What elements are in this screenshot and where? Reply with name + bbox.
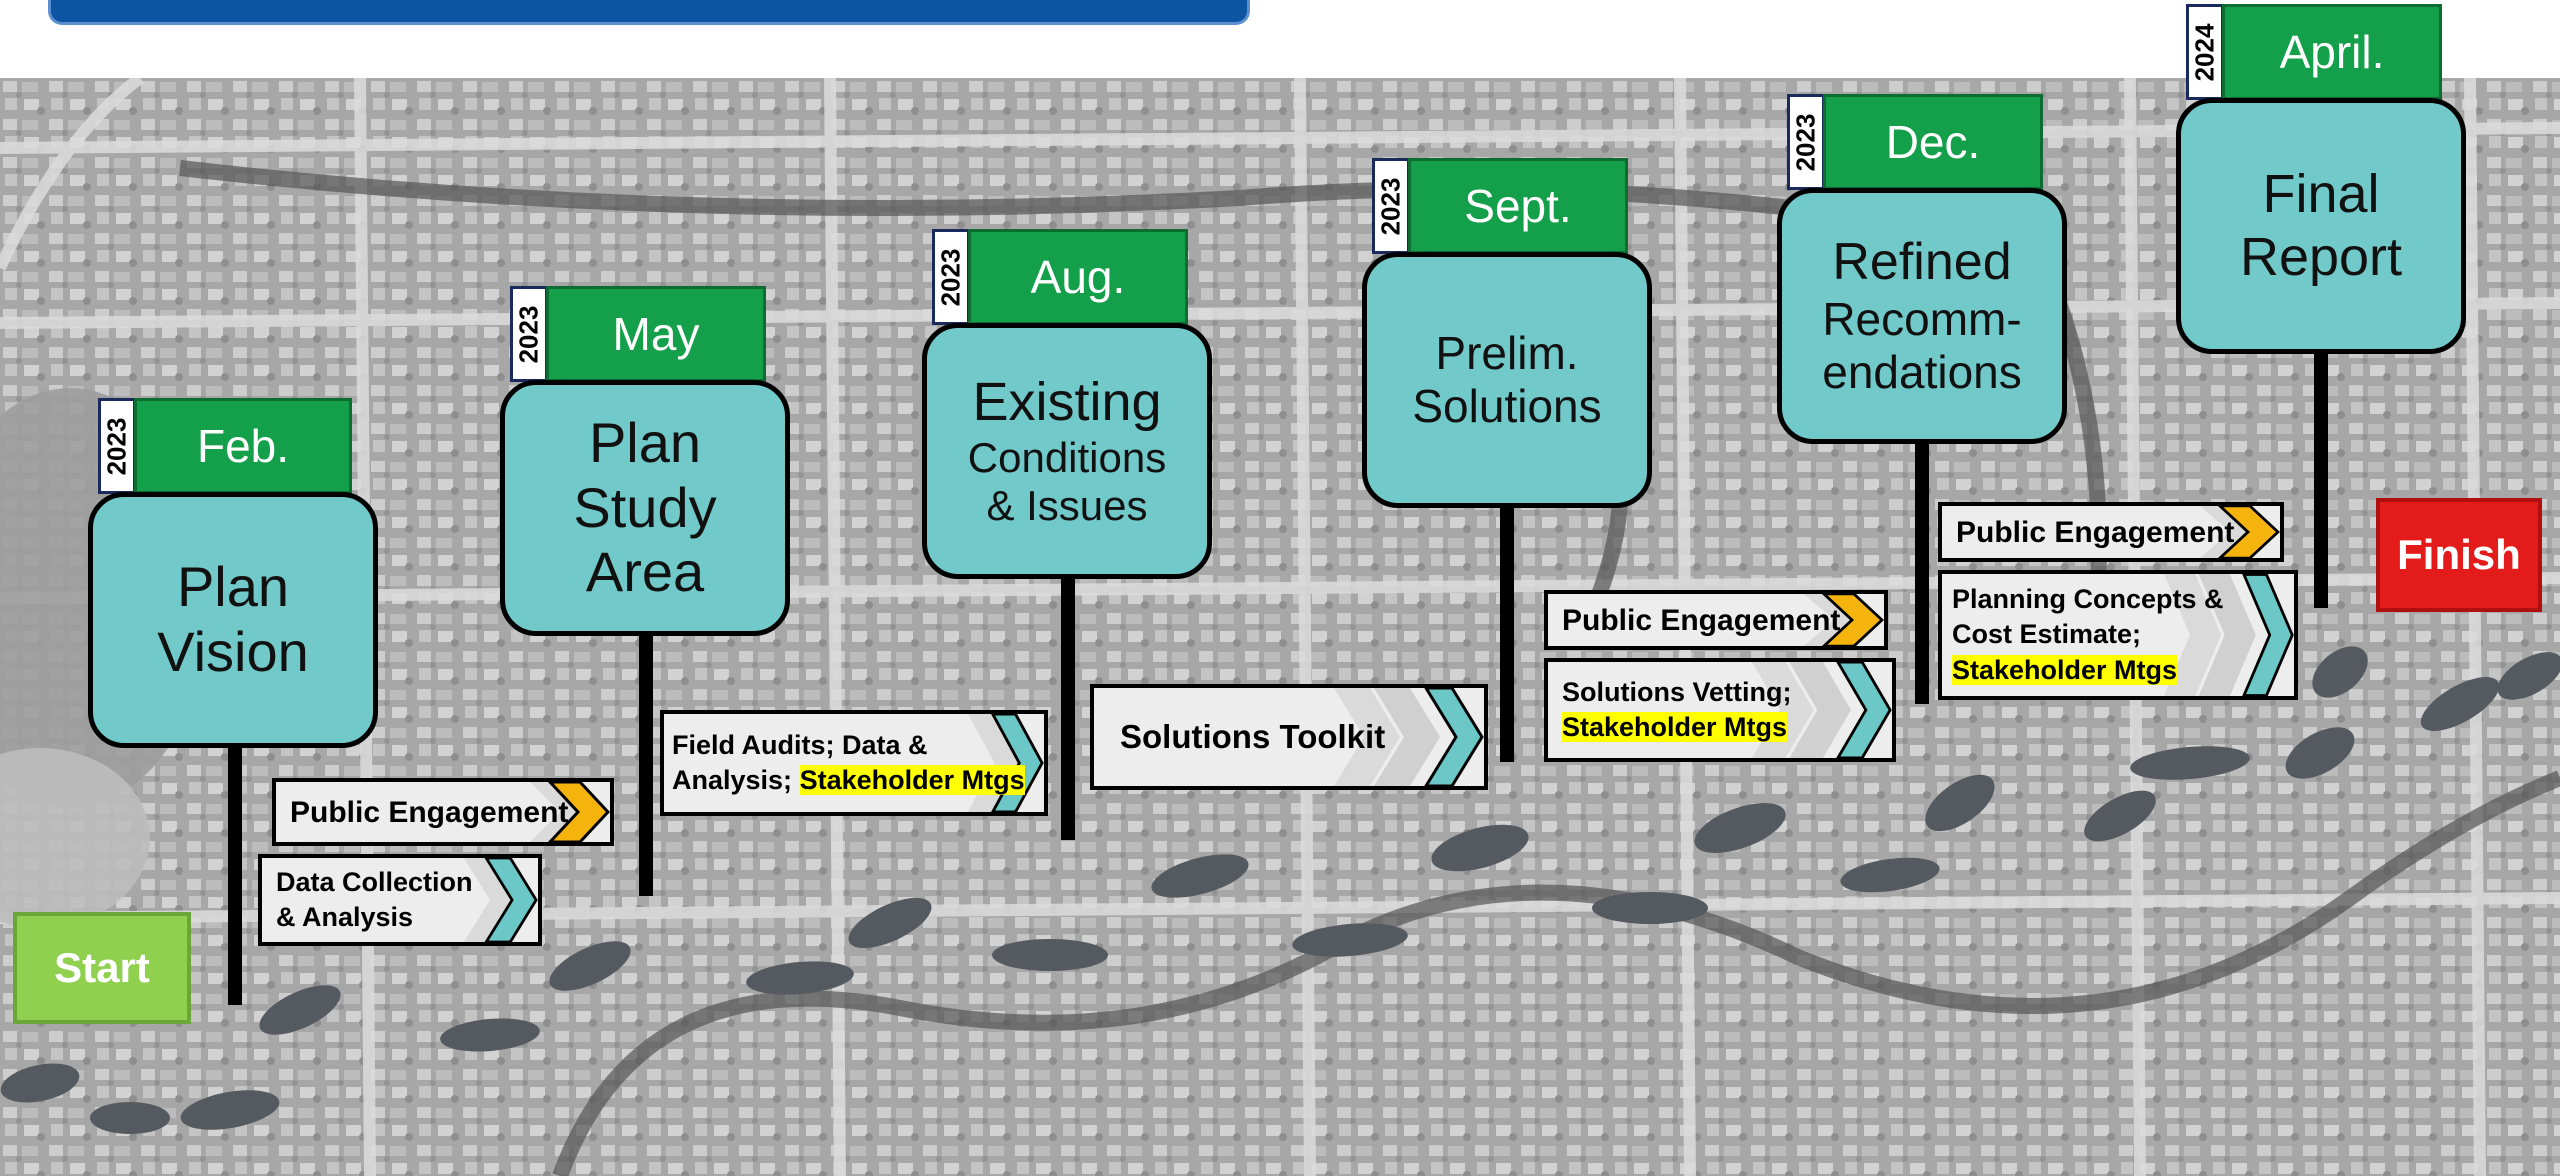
task-planning-concepts: Planning Concepts & Cost Estimate; Stake… (1938, 570, 2298, 700)
milestone-3-year: 2023 (932, 229, 970, 325)
task-label-line: Field Audits; Data & (672, 729, 928, 760)
highlight-label: Stakeholder Mtgs (799, 765, 1025, 795)
milestone-4-sign: Prelim.Solutions (1362, 252, 1652, 508)
header-bar (48, 0, 1250, 25)
chevron-icon (464, 858, 538, 942)
milestone-4-title-line: Solutions (1412, 380, 1602, 432)
task-label-line: & Analysis (276, 902, 414, 932)
chevron-icon (2164, 574, 2294, 696)
footprints (0, 646, 2560, 1134)
task-data-collection: Data Collection & Analysis (258, 854, 542, 946)
task-label-line: Data Collection (276, 866, 473, 897)
task-label-line: Analysis; (672, 765, 800, 795)
milestone-5-title-line: endations (1822, 346, 2022, 399)
milestone-6-month: April. (2222, 4, 2442, 100)
task-label-line: Solutions Vetting; (1562, 676, 1792, 707)
task-solutions-toolkit: Solutions Toolkit (1090, 684, 1488, 790)
highlight-label: Stakeholder Mtgs (1952, 654, 2178, 685)
start-label: Start (13, 912, 191, 1024)
milestone-3-month: Aug. (968, 229, 1188, 325)
milestone-3-title-line: & Issues (986, 482, 1148, 530)
task-label-line: Cost Estimate; (1952, 619, 2142, 650)
task-public-engagement-2: Public Engagement (1544, 590, 1888, 650)
milestone-1-title-line: Vision (157, 620, 309, 683)
milestone-4-year: 2023 (1372, 158, 1410, 254)
task-label-line: Planning Concepts & (1952, 584, 2224, 615)
milestone-6-title-line: Final (2262, 164, 2380, 225)
milestone-1-month: Feb. (134, 398, 352, 494)
milestone-1-title-line: Plan (176, 555, 290, 619)
task-public-engagement-1: Public Engagement (272, 778, 614, 846)
highlight-label: Stakeholder Mtgs (1562, 712, 1788, 742)
milestone-6-title-line: Report (2239, 227, 2403, 287)
milestone-2-title-line: Study (573, 475, 717, 539)
signpost-pole-2 (639, 628, 653, 896)
milestone-4-title-line: Prelim. (1435, 326, 1579, 379)
signpost-pole-6 (2314, 346, 2328, 608)
milestone-5-year: 2023 (1787, 94, 1825, 190)
task-label: Public Engagement (290, 795, 569, 829)
milestone-6-year: 2024 (2186, 4, 2224, 100)
signpost-pole-4 (1500, 500, 1514, 762)
chevron-icon (530, 782, 610, 842)
chevron-icon (2200, 506, 2280, 558)
task-field-audits: Field Audits; Data & Analysis; Stakehold… (660, 710, 1048, 816)
signpost-pole-3 (1061, 572, 1075, 840)
signpost-pole-1 (228, 740, 242, 1005)
milestone-2-title-line: Plan (588, 410, 702, 474)
task-label: Public Engagement (1956, 515, 2235, 549)
milestone-4-month: Sept. (1408, 158, 1628, 254)
milestone-2-title-line: Area (585, 540, 705, 604)
chevron-icon (1334, 688, 1484, 786)
milestone-5-title-line: Refined (1832, 233, 2012, 292)
milestone-2-year: 2023 (510, 286, 548, 382)
task-public-engagement-3: Public Engagement (1938, 502, 2284, 562)
milestone-3-title-line: Existing (972, 371, 1162, 432)
milestone-5-title-line: Recomm- (1822, 292, 2022, 345)
milestone-3-title-line: Conditions (967, 433, 1167, 481)
finish-label: Finish (2376, 498, 2542, 612)
chevron-icon (1804, 594, 1884, 646)
milestone-2-month: May (546, 286, 766, 382)
milestone-1-year: 2023 (98, 398, 136, 494)
task-label: Solutions Toolkit (1120, 717, 1386, 755)
milestone-5-month: Dec. (1823, 94, 2043, 190)
task-solutions-vetting: Solutions Vetting; Stakeholder Mtgs (1544, 658, 1896, 762)
task-label: Public Engagement (1562, 603, 1841, 637)
signpost-pole-5 (1915, 436, 1929, 704)
